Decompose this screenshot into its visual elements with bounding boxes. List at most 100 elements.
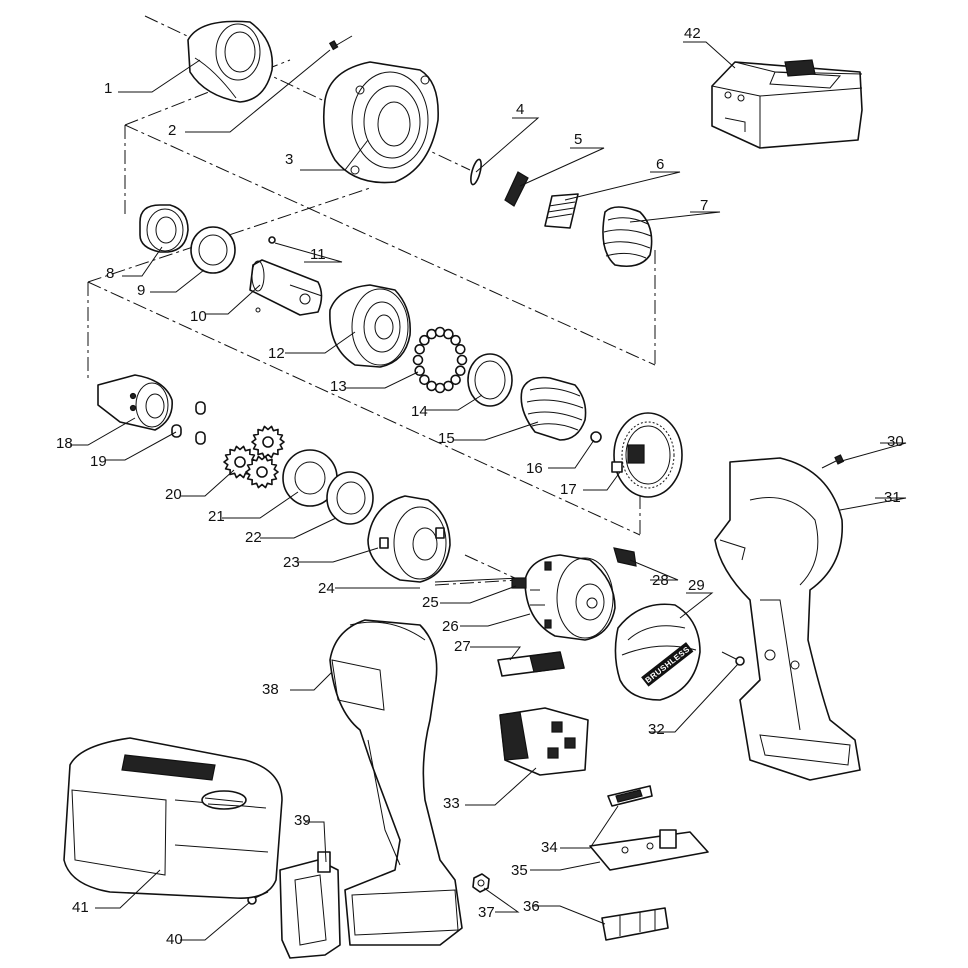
part-24-drive-spindle [434,577,521,583]
part-18-chuck [97,374,173,431]
part-32-screw [721,651,745,666]
steel-ball [426,380,437,392]
steel-ball [450,374,461,386]
part-label-4: 4 [516,101,524,118]
part-label-9: 9 [137,282,145,299]
part-23-gear-plate [367,495,451,583]
part-label-35: 35 [511,862,528,879]
part-labels: 1234567891011121314151617181920212223242… [56,25,904,948]
steel-ball [412,354,424,366]
part-label-17: 17 [560,481,577,498]
part-22-ring [326,471,374,525]
part-label-37: 37 [478,904,495,921]
part-label-10: 10 [190,308,207,325]
steel-ball [454,343,466,355]
part-label-39: 39 [294,812,311,829]
steel-ball [419,374,430,386]
part-label-16: 16 [526,460,543,477]
part-29-motor-cover: BRUSHLESS [614,603,701,701]
part-label-24: 24 [318,580,335,597]
steel-ball [450,334,461,346]
part-label-28: 28 [652,572,669,589]
part-label-38: 38 [262,681,279,698]
part-label-1: 1 [104,80,112,97]
part-15-spindle [520,376,587,441]
part-38-left-housing [329,619,463,946]
part-5-washer [504,171,529,207]
part-label-21: 21 [208,508,225,525]
part-1-nose-cover [187,20,274,103]
steel-ball [414,365,426,377]
part-label-14: 14 [411,403,428,420]
part-label-42: 42 [684,25,701,42]
part-39-belt-clip [279,851,341,959]
part-label-20: 20 [165,486,182,503]
part-36-battery-terminal [601,907,669,941]
steel-ball [414,343,426,355]
part-label-12: 12 [268,345,285,362]
part-20-planet-gears [223,425,285,489]
part-3-gear-housing [322,61,439,184]
part-16-ball [590,431,602,443]
part-label-26: 26 [442,618,459,635]
part-7-main-spring [602,206,653,268]
steel-ball [443,328,454,340]
planet-gear [251,425,285,459]
part-label-41: 41 [72,899,89,916]
steel-ball [426,328,437,340]
part-label-32: 32 [648,721,665,738]
steel-ball [454,365,466,377]
steel-ball [443,380,454,392]
part-37-nut [472,873,490,893]
part-26-motor [524,554,616,641]
part-13-steel-balls [412,326,468,394]
part-2-screw [328,35,353,51]
part-label-2: 2 [168,122,176,139]
part-label-29: 29 [688,577,705,594]
leader-lines [70,41,907,941]
steel-ball [456,354,468,366]
part-17-ring-gear [611,412,683,498]
part-28-pad [613,547,637,567]
planet-gear [245,455,279,489]
part-14-washer [467,353,513,407]
part-label-33: 33 [443,795,460,812]
part-12-hammer [329,284,412,368]
part-42-charger [711,59,863,149]
part-34-led-lens [607,785,653,807]
part-35-control-board [589,829,709,871]
part-label-34: 34 [541,839,558,856]
part-11-ball [268,236,276,244]
part-41-battery-pack [63,737,283,899]
part-31-right-housing [714,457,861,781]
part-label-8: 8 [106,265,114,282]
part-label-22: 22 [245,529,262,546]
part-label-23: 23 [283,554,300,571]
part-label-5: 5 [574,131,582,148]
part-19-pins [171,401,206,445]
part-label-18: 18 [56,435,73,452]
part-30-screw [821,454,845,469]
steel-ball [419,334,430,346]
part-label-15: 15 [438,430,455,447]
steel-ball [434,326,446,338]
part-33-switch [499,707,589,776]
part-label-31: 31 [884,489,901,506]
part-9-washer [190,226,236,274]
part-6-spring [544,193,579,229]
steel-ball [434,382,446,394]
part-10-anvil [249,259,323,316]
part-label-25: 25 [422,594,439,611]
part-label-3: 3 [285,151,293,168]
part-label-40: 40 [166,931,183,948]
part-label-11: 11 [310,246,326,263]
part-label-13: 13 [330,378,347,395]
part-label-30: 30 [887,433,904,450]
part-8-bushing [139,204,189,253]
part-label-27: 27 [454,638,471,655]
part-label-36: 36 [523,898,540,915]
part-label-19: 19 [90,453,107,470]
part-label-6: 6 [656,156,664,173]
